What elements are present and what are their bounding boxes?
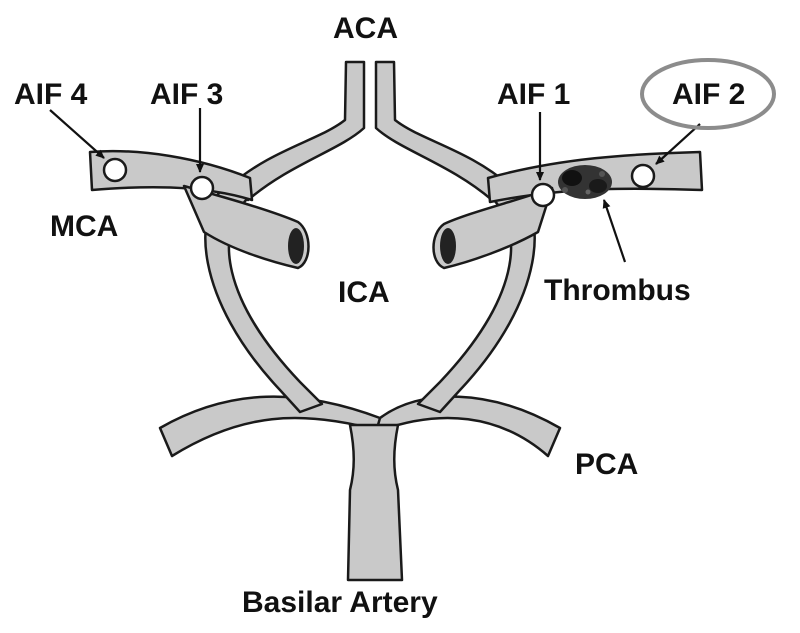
mca-left-stump — [182, 184, 310, 270]
thrombus-arrow — [602, 199, 627, 263]
aif-4-site — [102, 157, 128, 183]
basilar-artery-label: Basilar Artery — [242, 586, 438, 619]
aif-3-site — [189, 175, 215, 201]
aif-4-label: AIF 4 — [14, 78, 88, 111]
aif-3-label: AIF 3 — [150, 78, 223, 111]
mca-label: MCA — [50, 210, 118, 243]
pca-label: PCA — [575, 448, 638, 481]
aif-1-label: AIF 1 — [497, 78, 570, 111]
aif-2-label: AIF 2 — [672, 78, 745, 111]
aif-4-arrow — [49, 109, 105, 159]
aif-2-site — [630, 163, 656, 189]
thrombus-label: Thrombus — [544, 274, 691, 307]
basilar-artery-vessel — [346, 423, 404, 582]
ica-label: ICA — [338, 276, 390, 309]
aca-left-vessel — [228, 60, 366, 202]
aca-label: ACA — [333, 12, 398, 45]
aif-2-arrow — [655, 123, 701, 165]
pca-right-vessel — [374, 395, 562, 458]
left-clot-mark — [288, 228, 304, 264]
aca-right-vessel — [374, 60, 512, 202]
right-clot-mark — [440, 228, 456, 264]
aif-2-highlight-ring — [640, 58, 776, 130]
aif-1-site — [530, 182, 556, 208]
thrombus-clot — [558, 165, 612, 199]
mca-right-stump — [432, 186, 554, 270]
